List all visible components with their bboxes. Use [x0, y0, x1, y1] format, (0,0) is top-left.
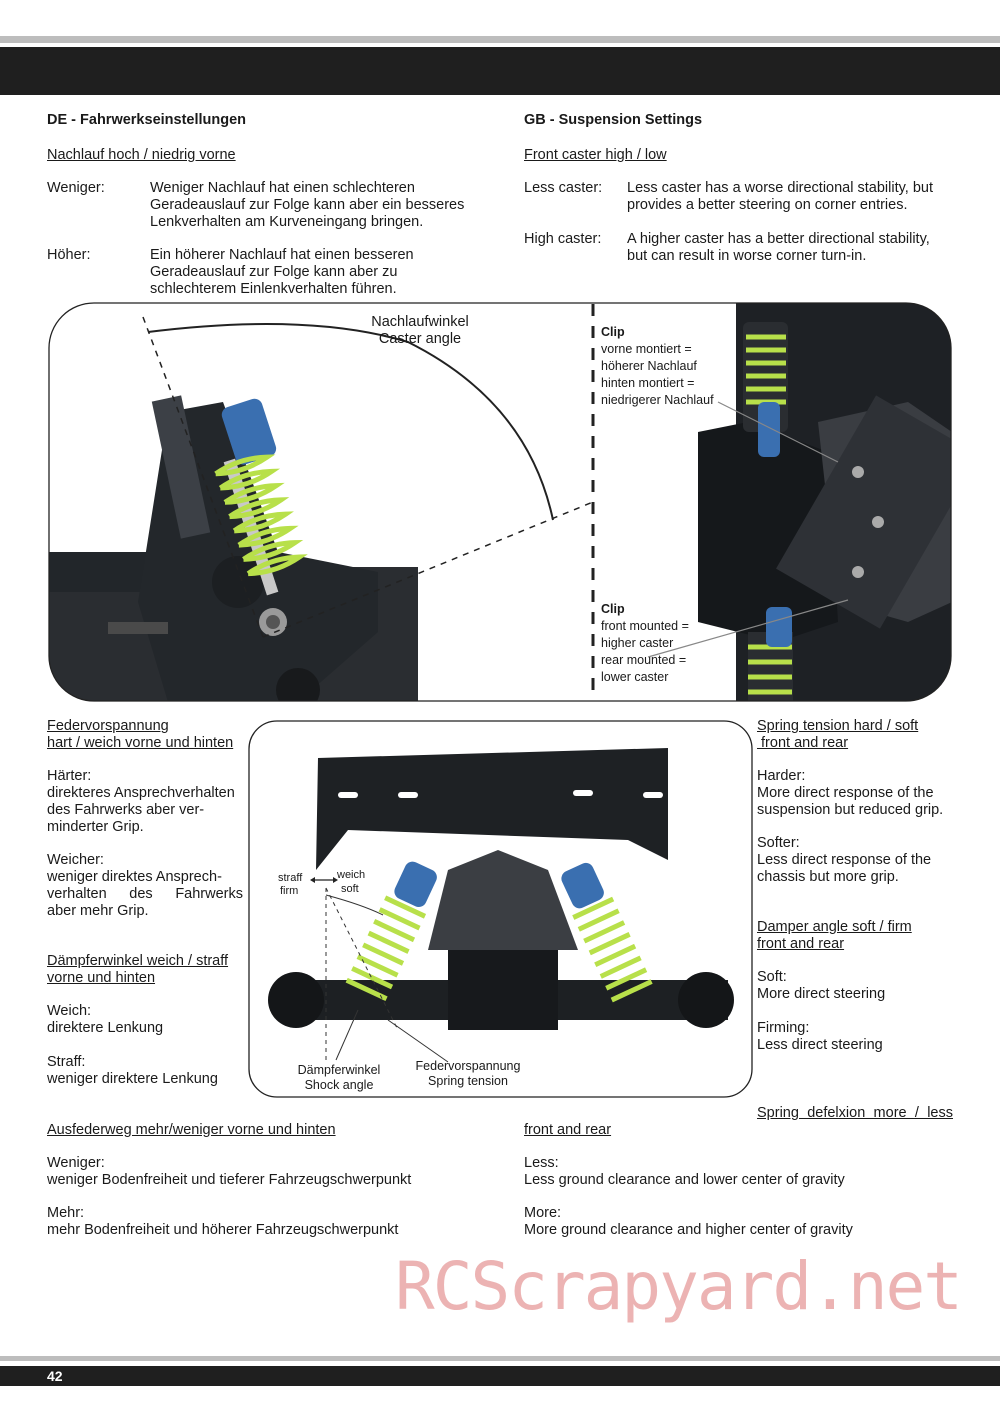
de-damper-title-1: Dämpferwinkel weich / straff	[47, 953, 229, 969]
de-spring-title-1: Federvorspannung	[47, 718, 169, 734]
bottom-grey-band	[0, 1356, 1000, 1361]
clip-bottom-title: Clip	[601, 602, 625, 616]
label-straff: straff	[278, 872, 303, 884]
page-number: 42	[47, 1368, 63, 1384]
de-less-line-1: Weniger Nachlauf hat einen schlechteren	[150, 180, 415, 196]
gb-spring-title-1: Spring tension hard / soft	[757, 718, 919, 734]
gb-damper-title-1: Damper angle soft / firm	[757, 919, 912, 935]
de-more-line-1: Ein höherer Nachlauf hat einen besseren	[150, 247, 414, 263]
de-firm-text: weniger direktere Lenkung	[47, 1071, 218, 1087]
de-more-label: Höher:	[47, 247, 91, 263]
de-harder-label: Härter:	[47, 768, 92, 784]
gb-travel-less-label: Less:	[524, 1155, 559, 1171]
spring-tension-label-de: Federvorspannung	[415, 1059, 521, 1073]
gb-softer-line-2: chassis but more grip.	[757, 869, 899, 885]
caster-figure-svg	[48, 302, 952, 702]
clip-top-line-4: niedrigerer Nachlauf	[601, 393, 714, 407]
gb-travel-more-text: More ground clearance and higher center …	[524, 1222, 853, 1238]
shock-angle-label-de: Dämpferwinkel	[297, 1063, 381, 1077]
gb-more-line-1: A higher caster has a better directional…	[627, 231, 930, 247]
de-harder-line-3: minderter Grip.	[47, 819, 144, 835]
caster-angle-label-de: Nachlaufwinkel	[371, 314, 469, 330]
de-travel-more-text: mehr Bodenfreiheit und höherer Fahrzeugs…	[47, 1222, 399, 1238]
clip-top-line-2: höherer Nachlauf	[601, 359, 697, 373]
clip-top-line-1: vorne montiert =	[601, 342, 692, 356]
rear-suspension-figure: straff firm weich soft Dämpferwinkel Sho…	[248, 720, 753, 1098]
gb-less-line-2: provides a better steering on corner ent…	[627, 197, 908, 213]
de-caster-title: Nachlauf hoch / niedrig vorne	[47, 147, 236, 163]
gb-heading: GB - Suspension Settings	[524, 112, 703, 128]
de-harder-line-1: direkteres Ansprechverhalten	[47, 785, 235, 801]
gb-damper-title-2: front and rear	[757, 936, 845, 952]
clip-bottom-line-3: rear mounted =	[601, 653, 687, 667]
caster-angle-label-gb: Caster angle	[378, 331, 462, 347]
gb-travel-title-2: front and rear	[524, 1122, 612, 1138]
de-less-line-3: Lenkverhalten am Kurveneingang bringen.	[150, 214, 424, 230]
label-soft: soft	[341, 883, 359, 895]
gb-travel-more-label: More:	[524, 1205, 562, 1221]
de-travel-less-label: Weniger:	[47, 1155, 105, 1171]
de-travel-less-text: weniger Bodenfreiheit und tieferer Fahrz…	[47, 1172, 412, 1188]
de-firm-label: Straff:	[47, 1054, 86, 1070]
gb-more-line-2: but can result in worse corner turn-in.	[627, 248, 867, 264]
gb-softer-line-1: Less direct response of the	[757, 852, 932, 868]
de-soft-text: direktere Lenkung	[47, 1020, 164, 1036]
clip-bottom-line-4: lower caster	[601, 670, 669, 684]
de-travel-more-label: Mehr:	[47, 1205, 85, 1221]
gb-less-line-1: Less caster has a worse directional stab…	[627, 180, 933, 196]
clip-top-title: Clip	[601, 325, 625, 339]
gb-less-label: Less caster:	[524, 180, 603, 196]
label-firm: firm	[280, 885, 299, 897]
clip-bottom-line-2: higher caster	[601, 636, 674, 650]
gb-soft-text: More direct steering	[757, 986, 886, 1002]
gb-more-label: High caster:	[524, 231, 602, 247]
de-softer-label: Weicher:	[47, 852, 104, 868]
gb-firm-label: Firming:	[757, 1020, 810, 1036]
de-softer-line-1: weniger direktes Ansprech-	[47, 869, 222, 885]
gb-travel-less-text: Less ground clearance and lower center o…	[524, 1172, 845, 1188]
de-soft-label: Weich:	[47, 1003, 92, 1019]
rear-suspension-svg	[248, 720, 753, 1098]
gb-firm-text: Less direct steering	[757, 1037, 883, 1053]
gb-caster-title: Front caster high / low	[524, 147, 667, 163]
de-travel-title: Ausfederweg mehr/weniger vorne und hinte…	[47, 1122, 336, 1138]
shock-angle-label-gb: Shock angle	[304, 1078, 374, 1092]
gb-harder-line-1: More direct response of the	[757, 785, 934, 801]
de-more-line-2: Geradeauslauf zur Folge kann aber zu	[150, 264, 398, 280]
gb-spring-title-2: front and rear	[757, 735, 849, 751]
de-softer-line-2: verhalten des Fahrwerks	[47, 886, 243, 902]
label-weich: weich	[337, 869, 366, 881]
gb-harder-line-2: suspension but reduced grip.	[757, 802, 944, 818]
top-black-band	[0, 47, 1000, 95]
gb-travel-title-1: Spring defelxion more / less	[757, 1105, 953, 1121]
de-less-line-2: Geradeauslauf zur Folge kann aber ein be…	[150, 197, 465, 213]
gb-softer-label: Softer:	[757, 835, 800, 851]
de-spring-title-2: hart / weich vorne und hinten	[47, 735, 234, 751]
bottom-black-band	[0, 1366, 1000, 1386]
de-softer-line-3: aber mehr Grip.	[47, 903, 149, 919]
de-heading: DE - Fahrwerkseinstellungen	[47, 112, 247, 128]
de-damper-title-2: vorne und hinten	[47, 970, 156, 986]
gb-soft-label: Soft:	[757, 969, 787, 985]
gb-harder-label: Harder:	[757, 768, 806, 784]
watermark: RCScrapyard.net	[395, 1248, 963, 1325]
de-more-line-3: schlechterem Einlenkverhalten führen.	[150, 281, 397, 297]
clip-bottom-line-1: front mounted =	[601, 619, 689, 633]
de-harder-line-2: des Fahrwerks aber ver-	[47, 802, 205, 818]
top-grey-band	[0, 36, 1000, 43]
de-less-label: Weniger:	[47, 180, 105, 196]
clip-top-line-3: hinten montiert =	[601, 376, 695, 390]
spring-tension-label-gb: Spring tension	[428, 1074, 508, 1088]
caster-figure: Nachlaufwinkel Caster angle Clip vorne m…	[48, 302, 952, 702]
